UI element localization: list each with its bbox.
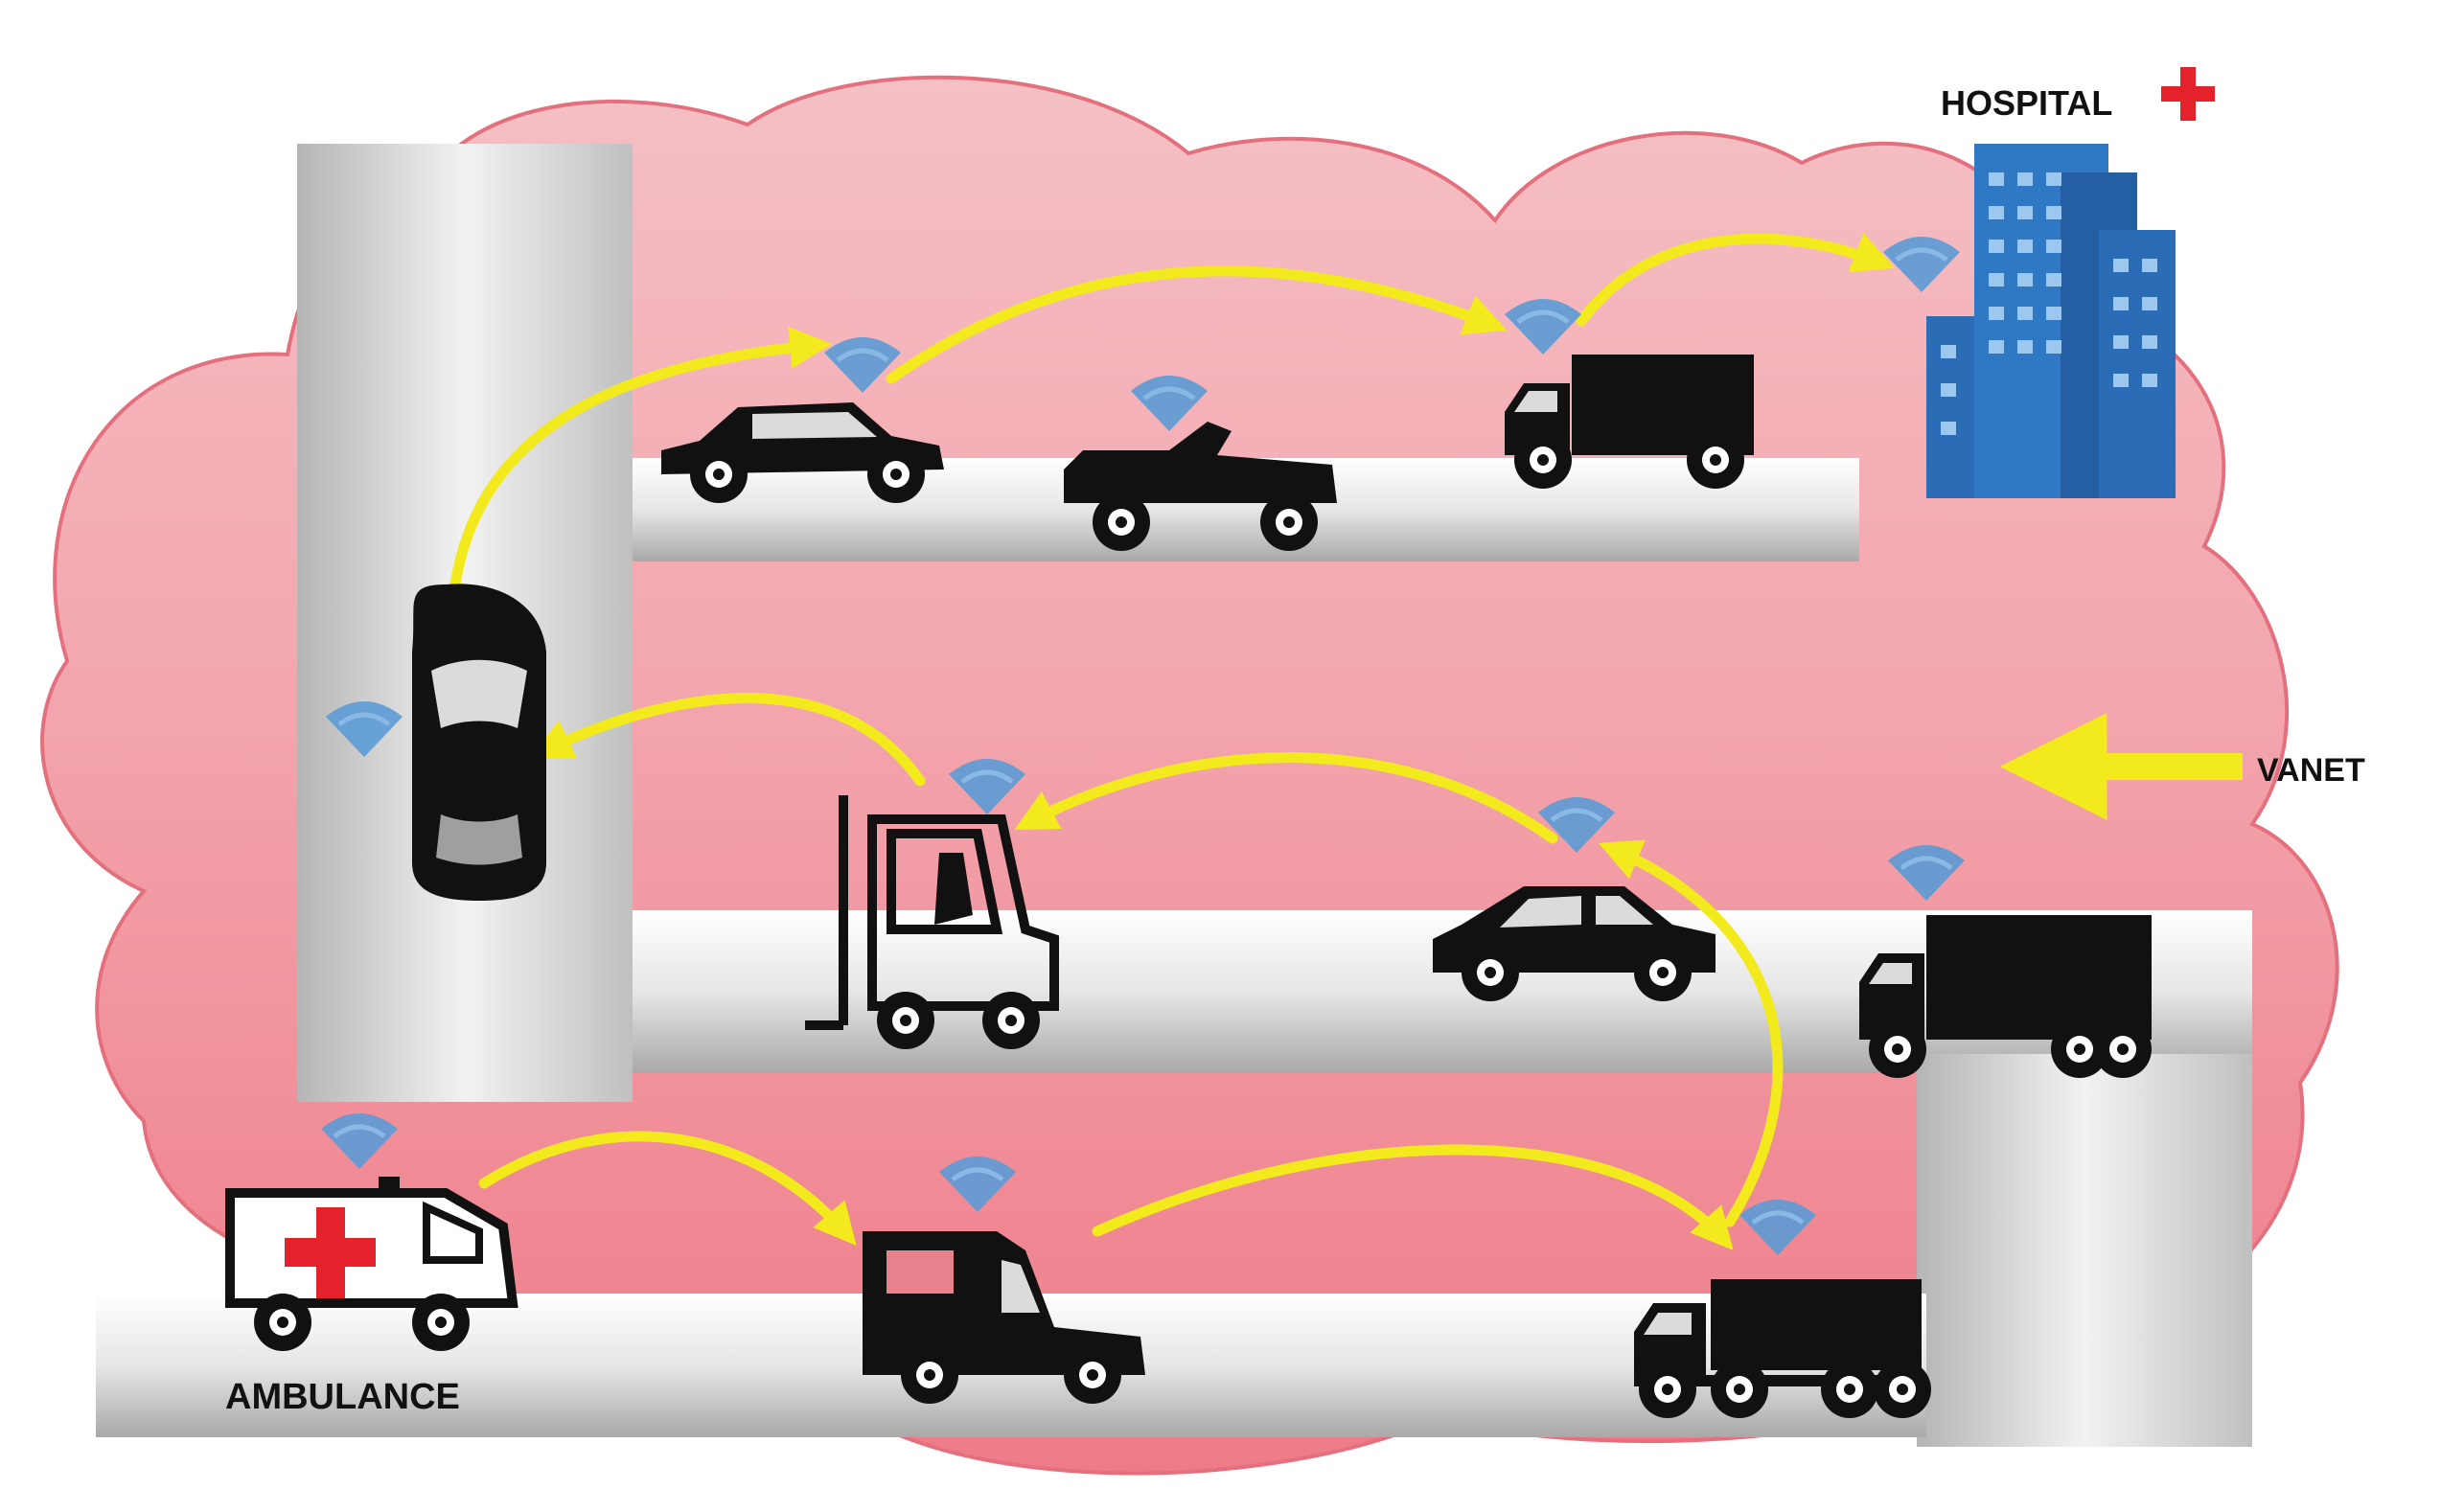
hospital: HOSPITAL [1883, 67, 2215, 498]
box-truck-icon [1926, 915, 2152, 1040]
red-cross-icon [2161, 67, 2215, 121]
link-hatchback-to-forklift [1014, 752, 1558, 844]
link-truck-top-to-hospital [1576, 233, 1896, 327]
link-car-to-sedan [449, 326, 833, 590]
truck-top [1505, 299, 1754, 489]
forklift [805, 759, 1059, 1049]
link-forklift-to-car [530, 693, 926, 787]
truck-bottom [1634, 1200, 1931, 1418]
car-vertical [326, 584, 546, 901]
atv-icon [1064, 422, 1337, 503]
link-van-to-truck-bottom [1092, 1144, 1734, 1250]
hospital-label: HOSPITAL [1941, 83, 2112, 123]
semi-truck-icon [1711, 1279, 1922, 1370]
link-sedan-to-truck-top [886, 265, 1508, 384]
ambulance-label: AMBULANCE [225, 1377, 460, 1417]
van-bottom [863, 1157, 1145, 1404]
forklift-icon [805, 795, 1059, 1030]
vanet-label: VANET [2257, 752, 2365, 789]
v2v-links [449, 233, 1896, 1250]
truck-mid [1859, 845, 2152, 1078]
hatchback-mid [1433, 797, 1716, 1001]
atv-top [1064, 376, 1337, 551]
road-vertical-right [1917, 1054, 2252, 1447]
sedan-top [661, 337, 944, 503]
ambulance: AMBULANCE [225, 1113, 518, 1417]
hospital-building-icon [1926, 144, 2176, 498]
link-truck-bottom-to-hatchback [1598, 839, 1784, 1227]
red-cross-icon [285, 1207, 376, 1298]
link-ambulance-to-van [478, 1131, 857, 1246]
